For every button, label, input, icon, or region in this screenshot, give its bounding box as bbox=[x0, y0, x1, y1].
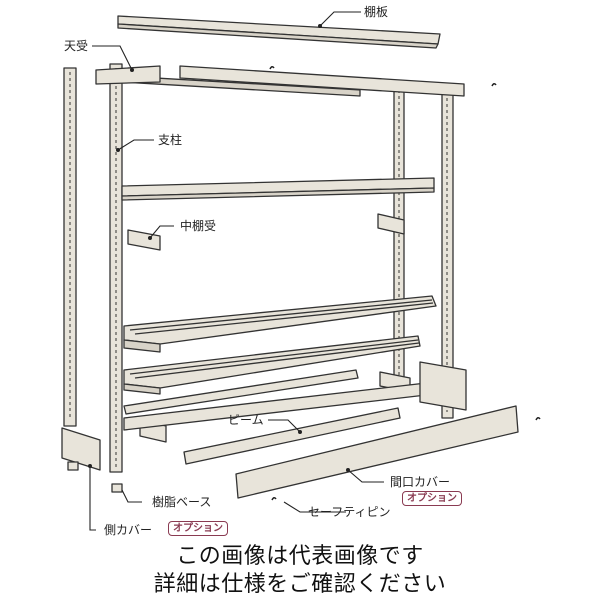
caption-line-2: 詳細は仕様をご確認ください bbox=[153, 572, 447, 597]
resin-base-left bbox=[67, 461, 79, 471]
left-front-post bbox=[109, 63, 123, 473]
option-badge-front-cover: オプション bbox=[402, 491, 462, 506]
top-frame bbox=[95, 65, 465, 97]
shelf-3 bbox=[123, 335, 421, 395]
beam-illustration bbox=[183, 407, 401, 465]
label-top-bracket: 天受 bbox=[64, 39, 89, 53]
resin-base-front bbox=[111, 483, 123, 493]
label-middle-shelf-bracket: 中棚受 bbox=[180, 219, 217, 233]
left-post-exploded bbox=[63, 67, 77, 427]
label-front-cover: 間口カバー bbox=[390, 475, 451, 489]
label-beam: ビーム bbox=[228, 413, 264, 427]
mid-bracket-left bbox=[127, 229, 161, 251]
label-resin-base: 樹脂ベース bbox=[152, 495, 212, 509]
side-cover-illustration bbox=[61, 427, 101, 471]
mid-bracket-right bbox=[377, 213, 405, 235]
shelf-1 bbox=[121, 177, 435, 201]
label-safety-pin: セーフティピン bbox=[308, 505, 391, 519]
shelf-board-illustration bbox=[117, 15, 441, 49]
caption-line-1: この画像は代表画像です bbox=[176, 544, 424, 569]
option-badge-side-cover: オプション bbox=[168, 521, 228, 536]
label-post: 支柱 bbox=[158, 133, 183, 147]
shelf-2 bbox=[123, 295, 437, 353]
label-shelf-board: 棚板 bbox=[364, 5, 389, 19]
right-side-cover bbox=[419, 361, 467, 411]
label-side-cover: 側カバー bbox=[104, 523, 153, 537]
front-cover-illustration bbox=[235, 405, 519, 499]
lower-bracket-left bbox=[123, 369, 359, 415]
